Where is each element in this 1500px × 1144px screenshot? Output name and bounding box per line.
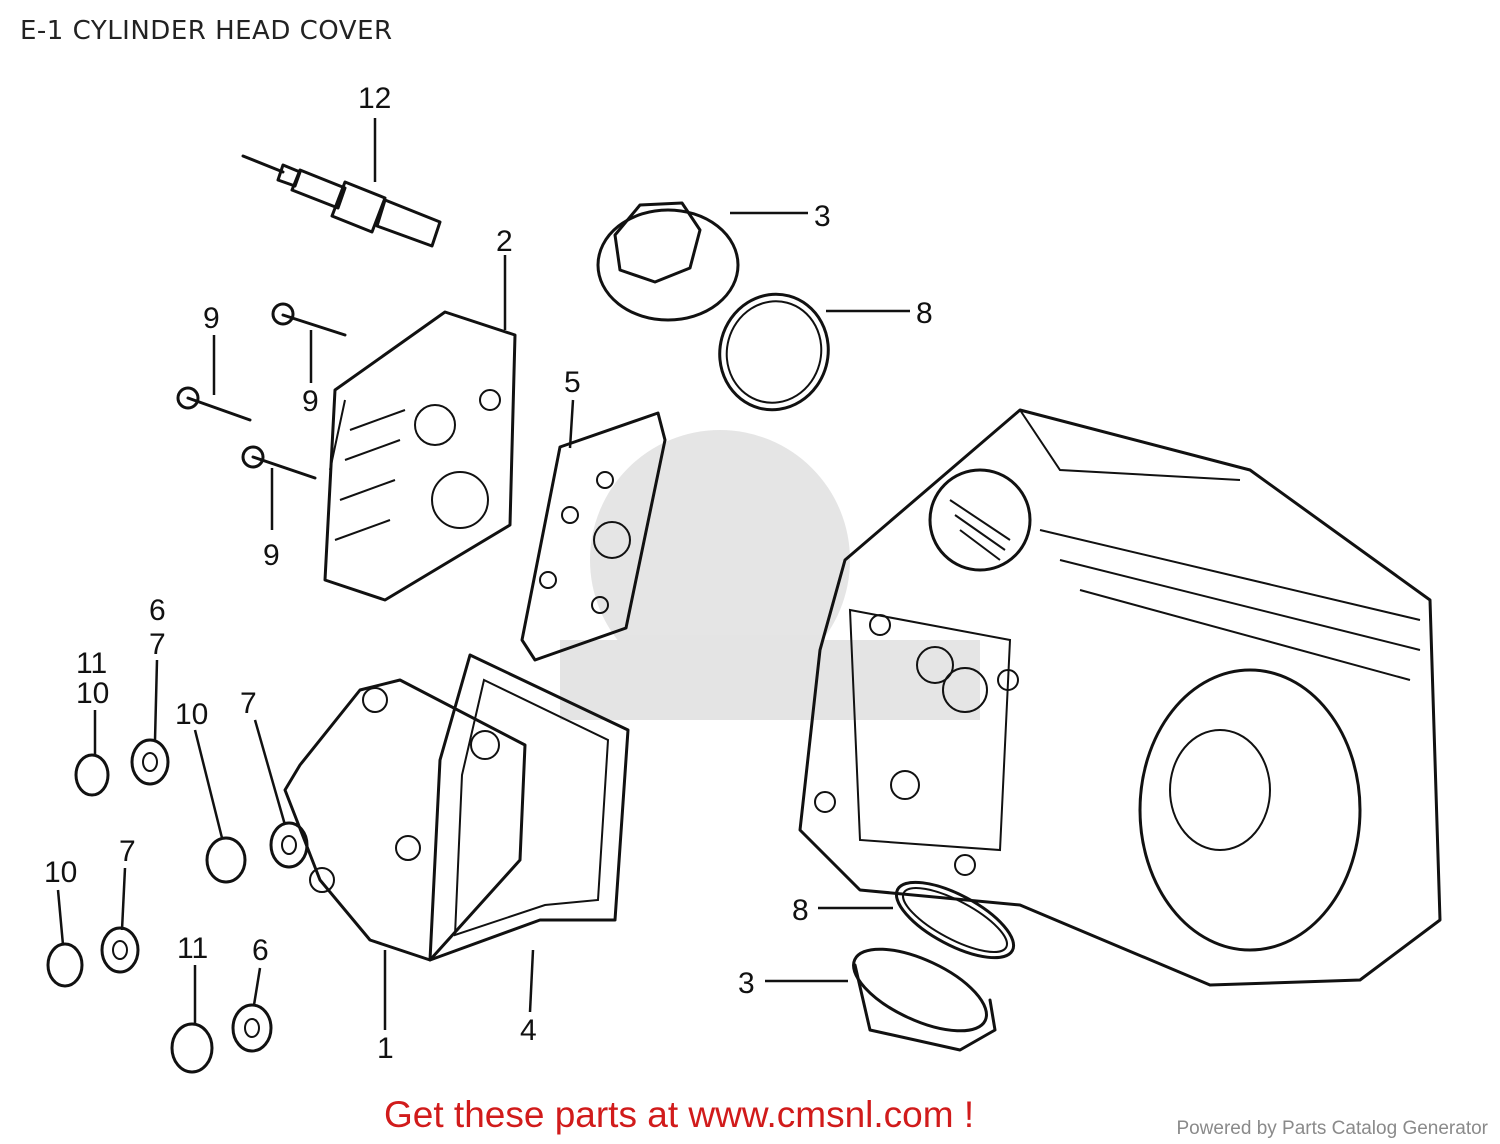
callout-2: 2 bbox=[496, 225, 513, 258]
callout-6-b: 6 bbox=[252, 934, 269, 967]
callout-3-top: 3 bbox=[814, 200, 831, 233]
callout-10-b: 10 bbox=[175, 698, 208, 731]
tappet-cap-part bbox=[852, 947, 997, 1052]
powered-by-text: Powered by Parts Catalog Generator bbox=[1176, 1118, 1488, 1139]
callout-7-b: 7 bbox=[240, 687, 257, 720]
watermark-logo bbox=[560, 430, 980, 720]
callout-numbers: 12 3 2 8 9 9 9 5 6 7 11 10 10 7 10 7 11 … bbox=[44, 82, 933, 1065]
callout-1: 1 bbox=[377, 1032, 394, 1065]
leader-lines bbox=[56, 118, 910, 1030]
callout-12: 12 bbox=[358, 82, 391, 115]
cover-body-part bbox=[283, 678, 527, 962]
side-cover-part bbox=[323, 310, 517, 602]
callout-7-c: 7 bbox=[119, 835, 136, 868]
oil-filler-cap-part bbox=[596, 201, 740, 322]
o-ring-bottom-part bbox=[894, 880, 1016, 960]
callout-5: 5 bbox=[564, 366, 581, 399]
o-ring-top-part bbox=[718, 292, 830, 412]
callout-10-c: 10 bbox=[44, 856, 77, 889]
callout-3-bottom: 3 bbox=[738, 967, 755, 1000]
cover-gasket-part bbox=[428, 653, 630, 962]
callout-7-a: 7 bbox=[149, 628, 166, 661]
callout-8-bottom: 8 bbox=[792, 894, 809, 927]
gasket-part bbox=[520, 411, 667, 662]
callout-6-a: 6 bbox=[149, 594, 166, 627]
callout-8-top: 8 bbox=[916, 297, 933, 330]
callout-9-b: 9 bbox=[302, 385, 319, 418]
bolt-parts bbox=[176, 302, 347, 480]
callout-4: 4 bbox=[520, 1014, 537, 1047]
callout-11-a: 11 bbox=[76, 647, 107, 680]
page-title: E-1 CYLINDER HEAD COVER bbox=[20, 16, 393, 46]
callout-9-c: 9 bbox=[263, 539, 280, 572]
cylinder-head-part bbox=[798, 408, 1442, 987]
callout-11-b: 11 bbox=[177, 932, 208, 965]
washer-and-nut-parts bbox=[46, 738, 309, 1074]
callout-10-a: 10 bbox=[76, 677, 109, 710]
spark-plug-part bbox=[241, 154, 442, 248]
cta-link[interactable]: Get these parts at www.cmsnl.com ! bbox=[384, 1094, 975, 1135]
callout-9-a: 9 bbox=[203, 302, 220, 335]
